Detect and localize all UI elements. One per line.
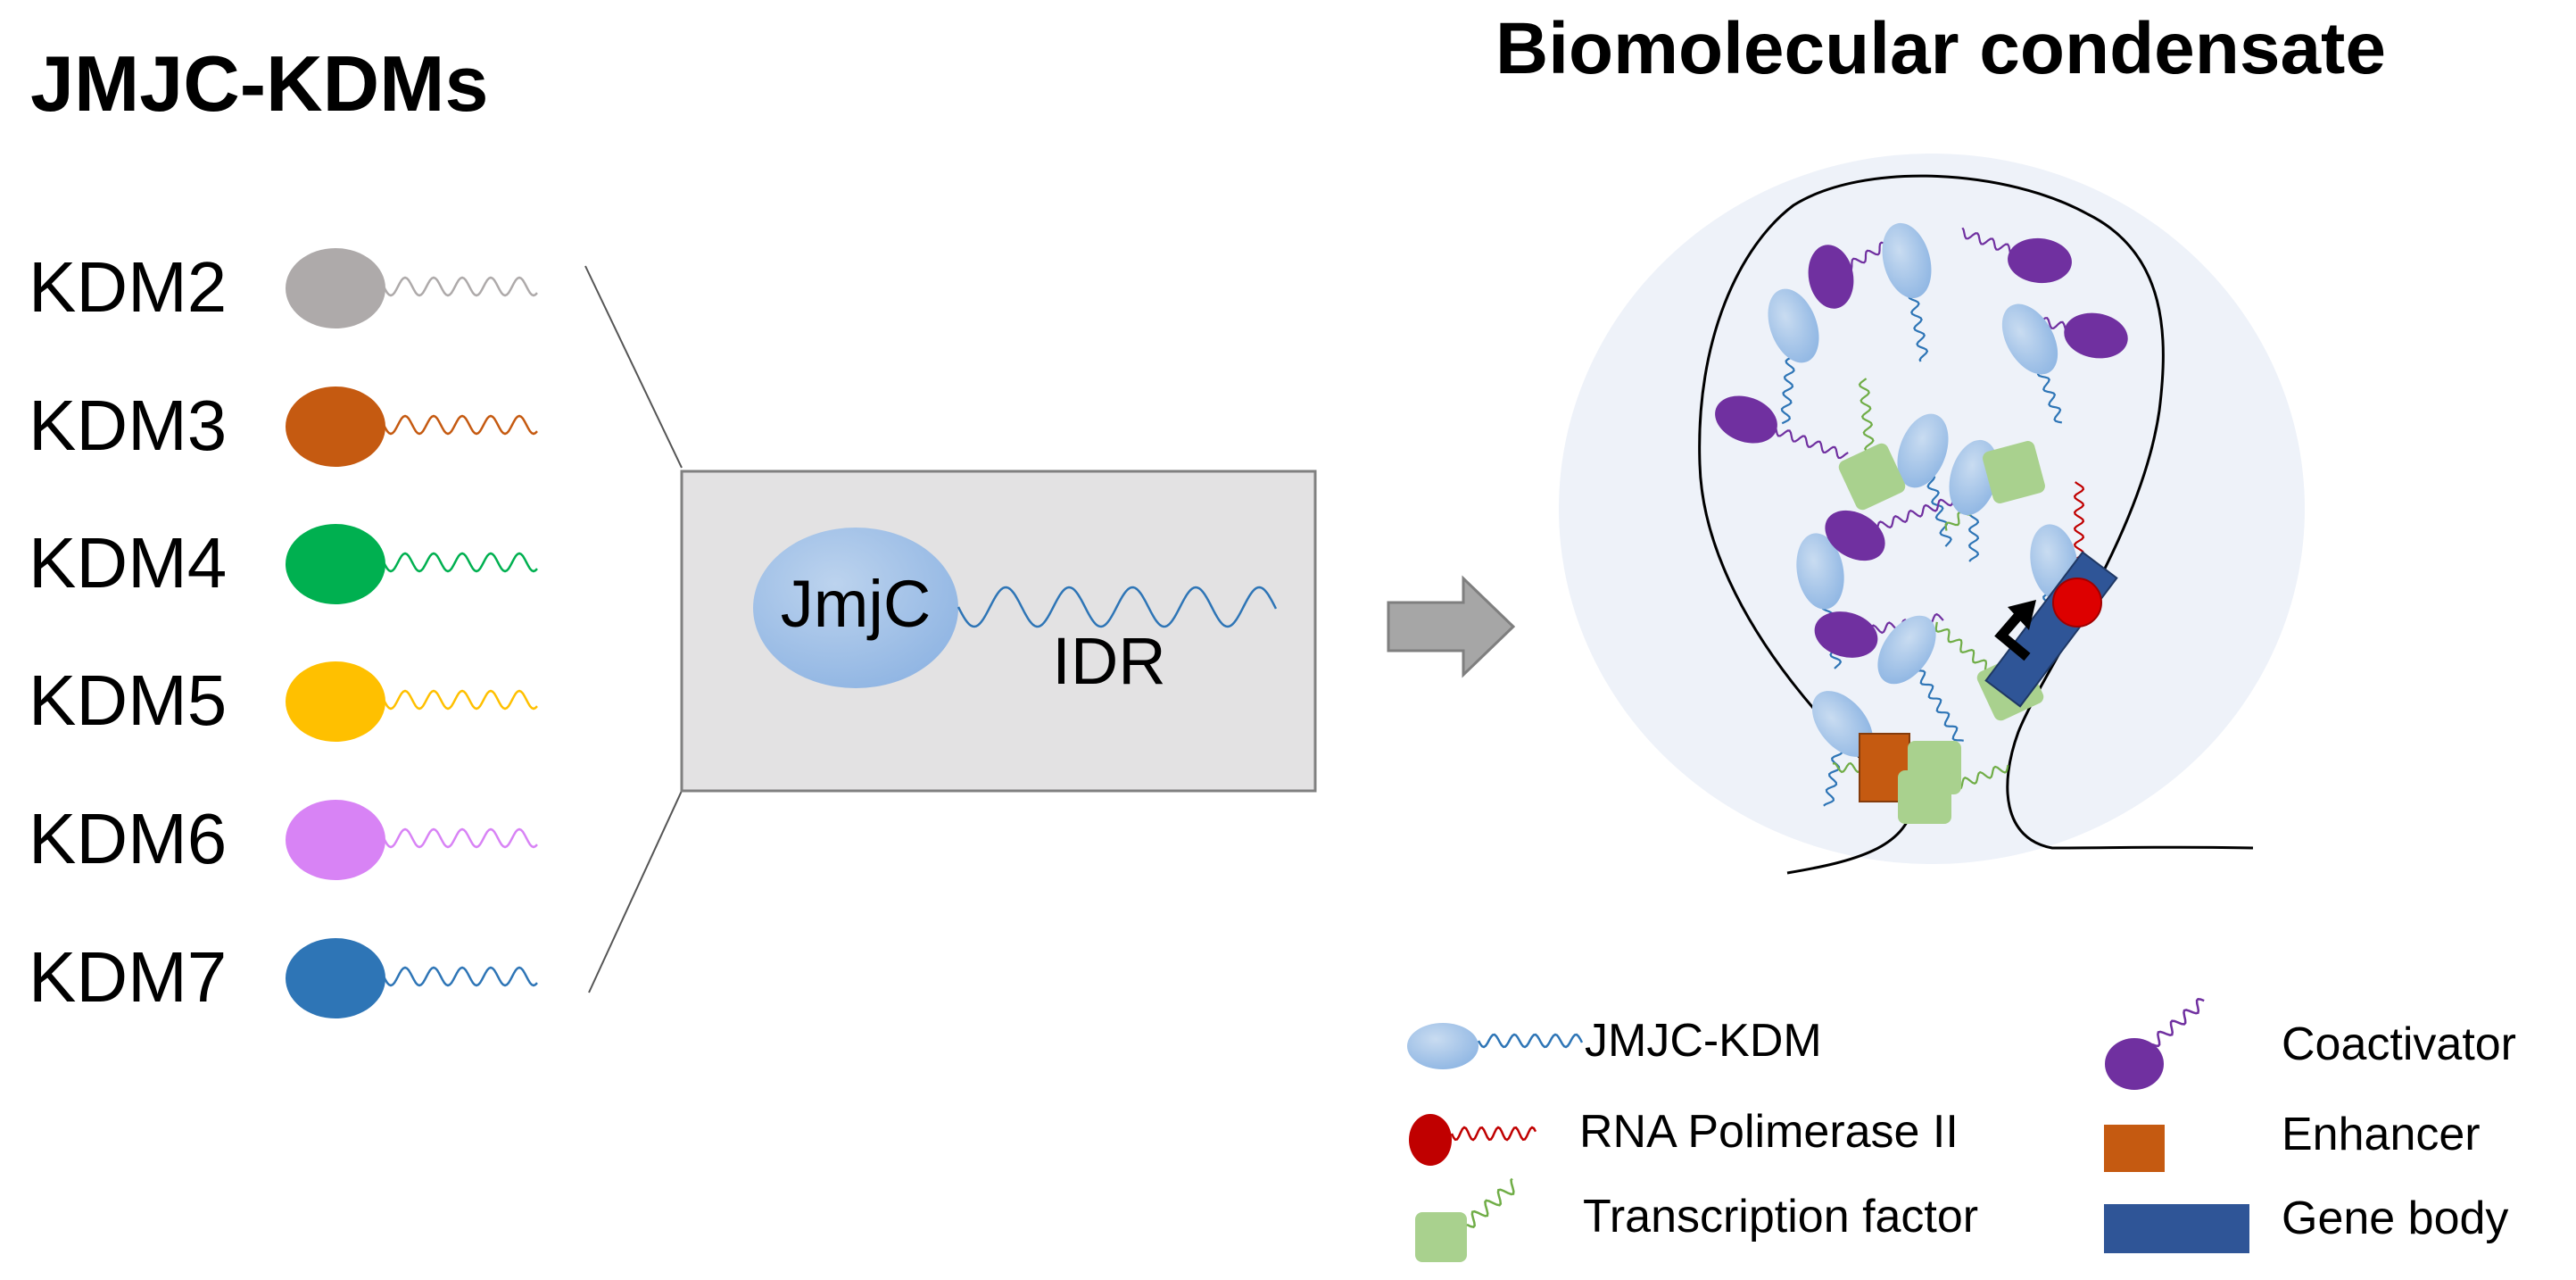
rna-polymerase-icon (1409, 1114, 1452, 1166)
zoom-line-bottom (588, 790, 683, 993)
legend-label-transcription-factor: Transcription factor (1583, 1191, 1978, 1243)
jmjc-kdm-molecule (1882, 222, 1932, 299)
legend-item-gene-body: Gene body (2104, 1193, 2508, 1253)
kdm-label: KDM5 (29, 661, 227, 740)
gene-body-icon (2104, 1204, 2249, 1253)
kdm-row-4: KDM4 (29, 523, 538, 604)
kdm-idr-tail (382, 966, 538, 987)
kdm-row-2: KDM2 (29, 247, 538, 328)
kdm-row-3: KDM3 (29, 386, 538, 467)
coactivator-molecule (1825, 510, 1885, 561)
transcription-start-arrow-icon (1994, 612, 2031, 661)
kdm-label: KDM2 (29, 247, 227, 327)
coactivator-molecule (1814, 611, 1878, 658)
legend-label-coactivator: Coactivator (2282, 1018, 2516, 1070)
legend-item-jmjc-kdm: JMJC-KDM (1407, 1015, 1822, 1069)
kdm-label: KDM6 (29, 799, 227, 878)
coactivator-molecule (1715, 395, 1777, 444)
jmjc-kdm-molecule (1877, 615, 1936, 685)
coactivator-molecule (2008, 237, 2072, 284)
transcription-factor-molecule (1838, 443, 1906, 511)
kdm-idr-tail (382, 276, 538, 297)
kdm-catalytic-domain (286, 524, 385, 604)
kdm-idr-tail (382, 689, 538, 711)
kdm-catalytic-domain (286, 661, 385, 742)
coactivator-molecule (2064, 312, 2128, 359)
kdm-catalytic-domain (286, 938, 385, 1018)
legend: JMJC-KDM RNA Polimerase II Transcription… (1407, 997, 2516, 1262)
enhancer-icon (2104, 1125, 2165, 1172)
kdm-label: KDM3 (29, 386, 227, 465)
jmjc-domain-ellipse (753, 528, 958, 688)
legend-label-gene-body: Gene body (2282, 1193, 2508, 1244)
jmjc-kdm-icon (1407, 1023, 1479, 1069)
jmjc-domain-label: JmjC (781, 567, 932, 641)
rna-polymerase-icon-tail (1450, 1126, 1537, 1142)
idr-label: IDR (1052, 624, 1165, 698)
transcription-factor-icon-tail (1466, 1177, 1515, 1229)
jmjc-kdm-molecule (1897, 413, 1949, 488)
condensate-molecules (1715, 222, 2128, 824)
kdm-catalytic-domain (286, 386, 385, 467)
jmjc-kdm-molecule (1796, 533, 1844, 610)
domain-structure-box: JmjC IDR (680, 470, 1317, 793)
jmjc-kdm-icon-tail (1477, 1033, 1584, 1049)
legend-label-jmjc-kdm: JMJC-KDM (1585, 1015, 1822, 1067)
legend-item-enhancer: Enhancer (2104, 1109, 2481, 1172)
coactivator-icon-tail (2151, 997, 2205, 1048)
transcription-factor-molecule (1898, 770, 1951, 824)
kdm-catalytic-domain (286, 248, 385, 328)
jmjc-kdm-molecule (1768, 288, 1819, 363)
zoom-line-top (584, 265, 683, 469)
transcription-start-arrowhead-icon (2008, 600, 2036, 630)
legend-item-transcription-factor: Transcription factor (1415, 1177, 1978, 1262)
kdm-idr-tail (382, 414, 538, 436)
kdm-row-6: KDM6 (29, 799, 538, 880)
transcription-factor-icon (1415, 1212, 1467, 1262)
kdm-row-7: KDM7 (29, 937, 538, 1018)
rna-polymerase-ii (2052, 578, 2102, 628)
kdm-label: KDM7 (29, 937, 227, 1017)
legend-label-rna-polymerase: RNA Polimerase II (1579, 1106, 1959, 1158)
legend-item-coactivator: Coactivator (2105, 997, 2516, 1090)
biomolecular-condensate (1559, 154, 2305, 875)
kdm-idr-tail (382, 827, 538, 849)
legend-item-rna-polymerase: RNA Polimerase II (1409, 1106, 1959, 1166)
jmjc-kdm-molecule (1811, 691, 1874, 757)
legend-label-enhancer: Enhancer (2282, 1109, 2481, 1160)
kdm-idr-tail (382, 552, 538, 573)
transcription-factor-molecule (1983, 441, 2045, 503)
idr-tail (957, 586, 1278, 628)
coactivator-molecule (1808, 245, 1854, 309)
jmjc-kdm-molecule (2001, 303, 2058, 375)
kdm-label: KDM4 (29, 523, 227, 603)
right-arrow-icon (1387, 575, 1516, 678)
kdm-catalytic-domain (286, 800, 385, 880)
kdm-row-5: KDM5 (29, 661, 538, 742)
right-title: Biomolecular condensate (1495, 8, 2386, 89)
coactivator-icon (2105, 1038, 2164, 1090)
left-title: JMJC-KDMs (30, 39, 488, 128)
